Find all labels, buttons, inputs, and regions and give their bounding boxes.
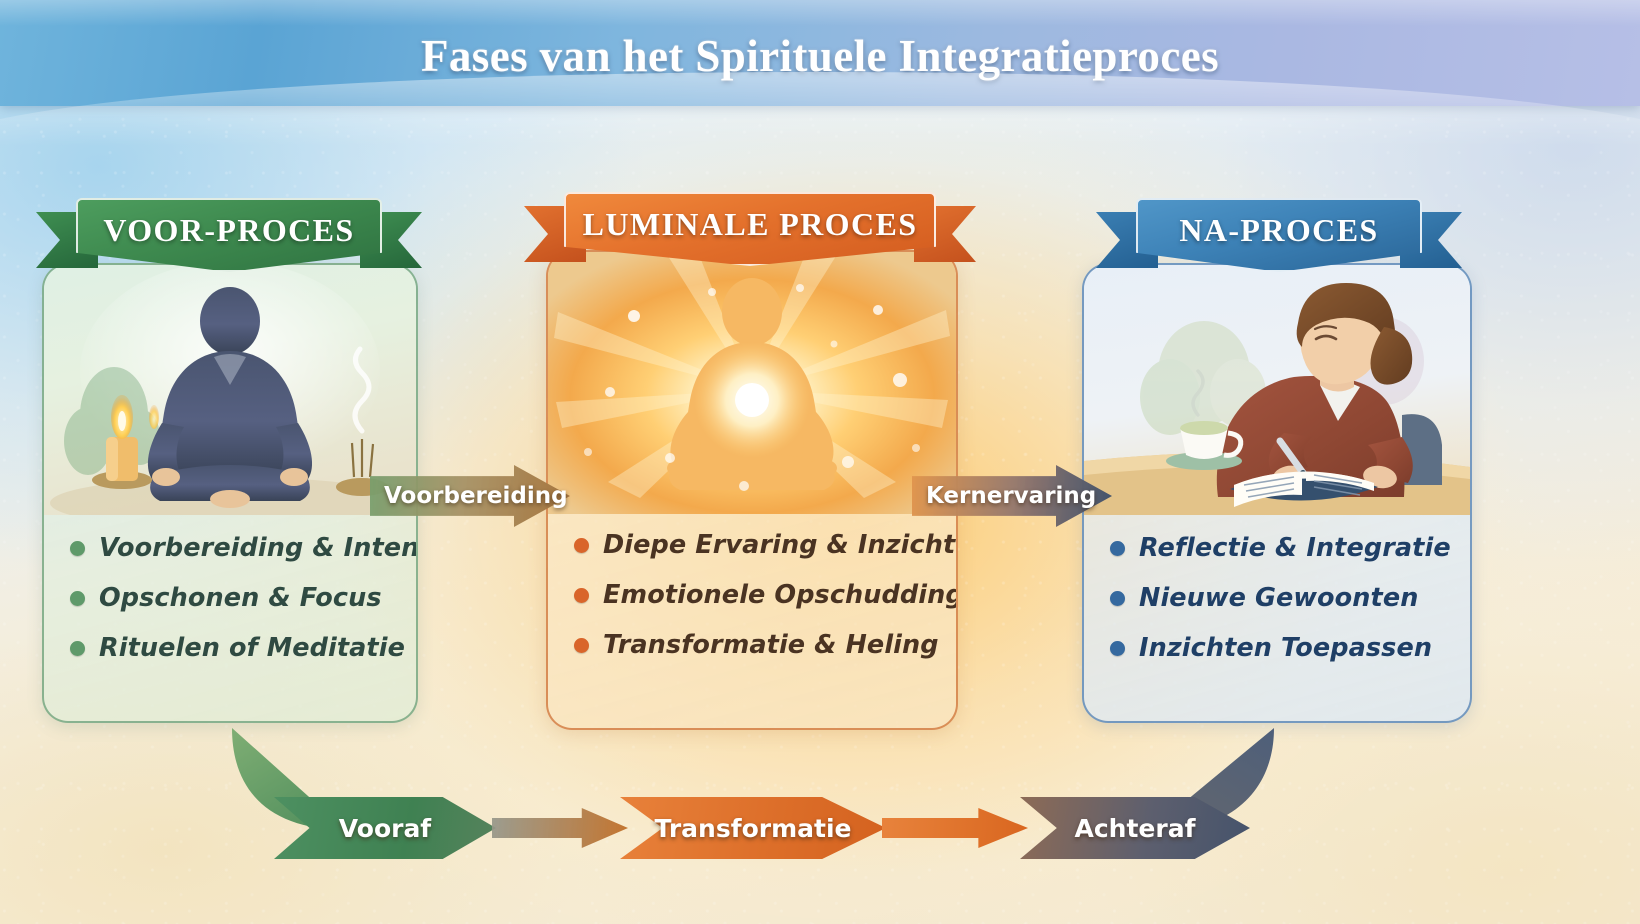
- bullet-label: Emotionele Opschudding: [603, 580, 958, 610]
- list-item: Rituelen of Meditatie: [70, 623, 405, 673]
- chevron-shape-icon: [274, 797, 496, 859]
- list-item: Reflectie & Integratie: [1110, 523, 1456, 573]
- ribbon-na-proces: NA-PROCES: [1096, 198, 1462, 272]
- ribbon-label: LUMINALE PROCES: [582, 205, 918, 242]
- bullet-dot-icon: [1110, 590, 1125, 606]
- arrow-shape-icon: [882, 808, 1028, 848]
- bullet-label: Opschonen & Focus: [99, 583, 382, 613]
- ribbon-band: VOOR-PROCES: [76, 198, 382, 272]
- chevron-shape-icon: [1020, 797, 1250, 859]
- ribbon-voor-proces: VOOR-PROCES: [36, 198, 422, 272]
- list-item: Opschonen & Focus: [70, 573, 402, 623]
- bullet-dot-icon: [70, 640, 85, 656]
- list-item: Inzichten Toepassen: [1110, 623, 1456, 673]
- bullet-dot-icon: [70, 540, 85, 556]
- bullet-dot-icon: [1110, 640, 1125, 656]
- ribbon-label: NA-PROCES: [1179, 211, 1379, 248]
- list-item: Emotionele Opschudding: [574, 570, 956, 620]
- bullet-dot-icon: [574, 637, 589, 653]
- bullet-label: Reflectie & Integratie: [1139, 533, 1451, 563]
- flow-arrow-voorbereiding: Voorbereiding: [370, 465, 570, 527]
- bullet-list-luminale-proces: Diepe Ervaring & Inzichten Emotionele Op…: [574, 520, 956, 670]
- ribbon-band: LUMINALE PROCES: [564, 192, 936, 266]
- ribbon-luminale-proces: LUMINALE PROCES: [524, 192, 976, 266]
- ribbon-band: NA-PROCES: [1136, 198, 1422, 272]
- panel-image-na-proces: [1084, 265, 1470, 515]
- bottom-step-label: Vooraf: [338, 813, 432, 843]
- panel-luminale-proces: Diepe Ervaring & Inzichten Emotionele Op…: [546, 250, 958, 730]
- bullet-label: Diepe Ervaring & Inzichten: [603, 530, 958, 560]
- bullet-label: Inzichten Toepassen: [1139, 633, 1433, 663]
- bullet-dot-icon: [70, 590, 85, 606]
- flow-arrow-kernervaring: Kernervaring: [912, 465, 1112, 527]
- bullet-list-voor-proces: Voorbereiding & Intentie Opschonen & Foc…: [70, 523, 416, 673]
- list-item: Nieuwe Gewoonten: [1110, 573, 1456, 623]
- bottom-step-label: Transformatie: [654, 813, 852, 843]
- panel-voor-proces: Voorbereiding & Intentie Opschonen & Foc…: [42, 263, 418, 723]
- panel-na-proces: Reflectie & Integratie Nieuwe Gewoonten …: [1082, 263, 1472, 723]
- bullet-dot-icon: [574, 537, 589, 553]
- panel-image-luminale-proces: [548, 252, 956, 514]
- flow-arrow-label: Voorbereiding: [384, 483, 568, 509]
- panel-image-voor-proces: [44, 265, 416, 515]
- bullet-label: Rituelen of Meditatie: [99, 633, 405, 663]
- bottom-connector-2: [882, 808, 1028, 848]
- flow-arrow-label: Kernervaring: [926, 483, 1097, 509]
- list-item: Diepe Ervaring & Inzichten: [574, 520, 956, 570]
- chevron-shape-icon: [620, 797, 886, 859]
- bottom-step-achteraf: Achteraf: [1020, 797, 1250, 859]
- list-item: Transformatie & Heling: [574, 620, 942, 670]
- bullet-dot-icon: [574, 587, 589, 603]
- list-item: Voorbereiding & Intentie: [70, 523, 416, 573]
- bottom-step-transformatie: Transformatie: [620, 797, 886, 859]
- ribbon-label: VOOR-PROCES: [103, 211, 355, 248]
- page-title: Fases van het Spirituele Integratieproce…: [421, 31, 1219, 81]
- bullet-label: Voorbereiding & Intentie: [99, 533, 418, 563]
- bottom-step-vooraf: Vooraf: [274, 797, 496, 859]
- header-banner: Fases van het Spirituele Integratieproce…: [0, 0, 1640, 146]
- bottom-connector-1: [492, 808, 628, 848]
- bottom-step-label: Achteraf: [1074, 813, 1196, 843]
- arrow-shape-icon: [492, 808, 628, 848]
- bullet-label: Nieuwe Gewoonten: [1139, 583, 1419, 613]
- bullet-label: Transformatie & Heling: [603, 630, 939, 660]
- bullet-list-na-proces: Reflectie & Integratie Nieuwe Gewoonten …: [1110, 523, 1456, 673]
- bullet-dot-icon: [1110, 540, 1125, 556]
